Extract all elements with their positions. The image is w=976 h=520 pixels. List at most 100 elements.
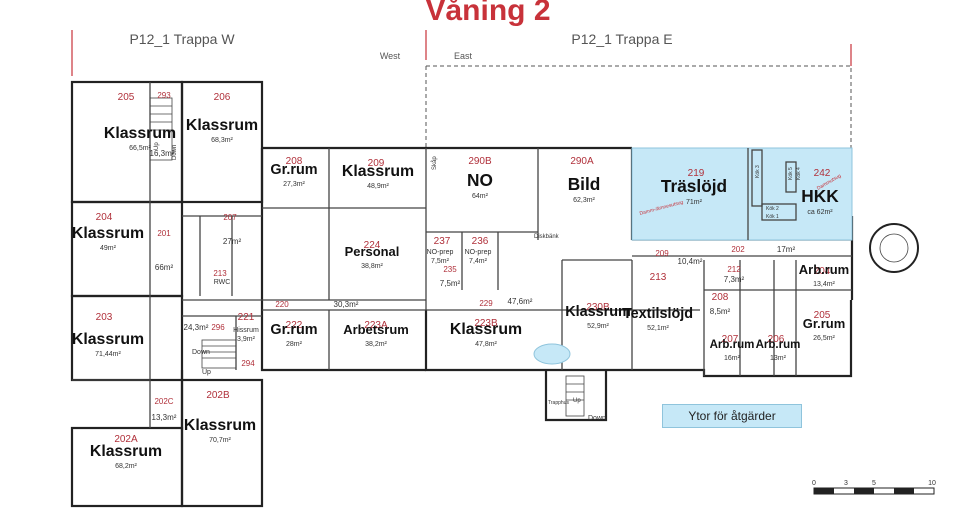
room-number: 204: [814, 266, 831, 277]
room-number: 213: [650, 272, 667, 283]
room-name: NO-prep: [427, 249, 454, 256]
room-name: Klassrum: [450, 321, 522, 338]
room-number: 242: [814, 168, 831, 179]
highlight-242: [747, 147, 853, 241]
room-area: 30,3m²: [334, 300, 359, 309]
label-kok3: Kök 3: [755, 165, 761, 178]
room-number: 201: [157, 229, 171, 238]
room-area: 17m²: [777, 245, 796, 254]
room-number: 209: [368, 158, 385, 169]
room-number: 220: [275, 300, 289, 309]
label-kok5: Kök 5: [788, 167, 794, 180]
room-name: Arb.rum: [756, 339, 801, 351]
room-number: 203: [96, 312, 113, 323]
room-area: 68,3m²: [211, 137, 233, 144]
room-number: 230B: [586, 302, 610, 313]
room-name: Arb.rum: [710, 339, 755, 351]
room-area: 62,3m²: [573, 197, 595, 204]
room-area: 3,9m²: [237, 336, 256, 343]
room-number: 223B: [474, 318, 498, 329]
highlight-219: [631, 147, 749, 241]
scale-bar: [813, 487, 935, 495]
zone-east: East: [454, 51, 473, 61]
room-area: 68,2m²: [115, 463, 137, 470]
label-down: Down: [192, 349, 210, 356]
room-number: 202A: [114, 434, 138, 445]
room-area: 7,5m²: [440, 279, 461, 288]
room-area: 47,6m²: [508, 297, 533, 306]
room-area: 13,3m²: [152, 413, 177, 422]
room-number: 202: [731, 245, 745, 254]
room-name: Träslöjd: [661, 176, 727, 196]
room-area: 49m²: [100, 245, 117, 252]
room-area: 13m²: [770, 355, 787, 362]
room-area: ca 62m²: [807, 209, 833, 216]
room-name: Textilslöjd: [623, 306, 693, 322]
room-number: 290A: [570, 156, 594, 167]
room-area: 48,9m²: [367, 183, 389, 190]
room-name: Klassrum: [565, 304, 631, 320]
room-labels: 205Klassrum66,5m²206Klassrum68,3m²29316,…: [72, 91, 849, 470]
room-area: 28m²: [286, 341, 303, 348]
room-number: 206: [768, 334, 785, 345]
highlight-corridor: [533, 343, 571, 365]
room-area: 7,5m²: [431, 258, 450, 265]
page-title: Våning 2: [425, 0, 551, 27]
room-area: 7,3m²: [724, 275, 745, 284]
scale-label: 0: [812, 480, 816, 487]
room-number: 293: [157, 91, 171, 100]
room-area: 66,5m²: [129, 145, 151, 152]
scale-label: 10: [928, 480, 936, 487]
room-area: 27m²: [223, 237, 242, 246]
room-number: 206: [214, 92, 231, 103]
label-kok4: Kök 4: [796, 167, 802, 180]
room-number: 208: [712, 292, 729, 303]
room-area: 24,3m²: [184, 323, 209, 332]
room-area: 7,4m²: [469, 258, 488, 265]
room-area: 27,3m²: [283, 181, 305, 188]
zone-west-stair: P12_1 Trappa W: [129, 31, 235, 47]
room-name: Arbetsrum: [343, 322, 409, 337]
room-area: 38,8m²: [361, 263, 383, 270]
label-skap: Skåp: [431, 156, 438, 170]
room-number: 224: [364, 240, 381, 251]
label-up: Up: [154, 142, 160, 150]
room-area: 8,5m²: [710, 307, 731, 316]
room-number: 223A: [364, 320, 388, 331]
room-number: 205: [118, 92, 135, 103]
scale-label: 5: [872, 480, 876, 487]
room-area: 38,2m²: [365, 341, 387, 348]
room-number: 212: [727, 265, 741, 274]
label-kok2: Kök 2: [766, 206, 779, 212]
east-dashed-outline: [425, 65, 852, 150]
room-name: Gr.rum: [270, 322, 317, 338]
label-diskbank: Diskbänk: [534, 234, 560, 240]
label-down: Down: [172, 145, 178, 160]
walls: [70, 80, 854, 508]
stairs: [149, 97, 585, 417]
room-number: 294: [241, 359, 255, 368]
room-area: 10,4m²: [678, 257, 703, 266]
room-name: Klassrum: [184, 417, 256, 434]
room-number: 209: [655, 249, 669, 258]
room-name: NO: [467, 170, 493, 190]
room-number: 235: [443, 265, 457, 274]
room-area: 64m²: [472, 193, 489, 200]
room-name: Arb.rum: [799, 262, 849, 277]
room-area: 66m²: [155, 263, 174, 272]
room-area: 52,1m²: [647, 325, 669, 332]
room-area: 13,4m²: [813, 281, 835, 288]
label-up: Up: [573, 398, 581, 404]
room-number: 222: [286, 320, 303, 331]
label-trapphus: Trapphus: [548, 400, 569, 406]
room-area: 71,44m²: [95, 351, 121, 358]
room-name: NO-prep: [465, 249, 492, 256]
room-number: 237: [434, 236, 451, 247]
room-number: 290B: [468, 156, 492, 167]
room-number: 213: [213, 269, 227, 278]
room-name: HKK: [801, 186, 839, 206]
stair-tower: [869, 223, 919, 273]
room-area: 52,9m²: [587, 323, 609, 330]
room-number: 204: [96, 212, 113, 223]
